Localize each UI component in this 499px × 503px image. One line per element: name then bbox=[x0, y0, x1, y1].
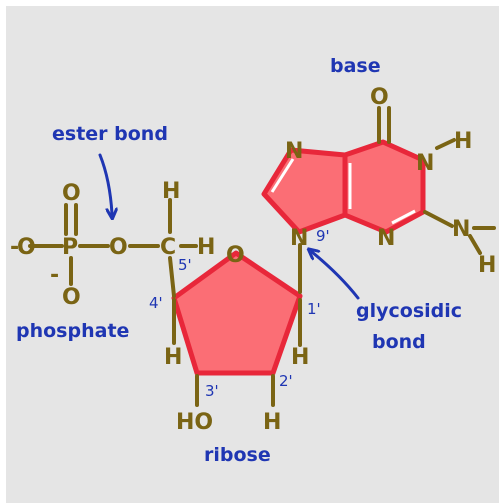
atom-n7: N bbox=[285, 139, 303, 164]
label-ester-bond: ester bond bbox=[52, 123, 168, 145]
label-glycosidic-bond: bond bbox=[372, 331, 426, 353]
atom-ring-o: O bbox=[226, 243, 245, 268]
atom-n1: N bbox=[416, 151, 434, 176]
atom-c2-h: H bbox=[263, 410, 281, 435]
atom-c1-h: H bbox=[291, 345, 309, 370]
base-six-ring bbox=[342, 139, 426, 235]
atom-carbonyl-o: O bbox=[370, 85, 389, 110]
atom-o-top: O bbox=[62, 181, 81, 206]
number-2prime: 2' bbox=[279, 372, 293, 390]
bond-c5-c4 bbox=[168, 256, 176, 298]
atom-c5-h-top: H bbox=[162, 179, 180, 204]
atom-c5: C bbox=[160, 235, 176, 260]
glycosidic-arrow bbox=[312, 252, 360, 300]
atom-n1-h: H bbox=[454, 129, 472, 154]
atom-o-bottom-minus: - bbox=[50, 263, 59, 288]
label-phosphate: phosphate bbox=[16, 320, 129, 342]
atom-c4-h: H bbox=[164, 345, 182, 370]
base-double-bond-2 bbox=[270, 158, 295, 193]
bond-n-h-down bbox=[468, 234, 482, 255]
number-5prime: 5' bbox=[178, 256, 192, 274]
atom-c5-h-right: H bbox=[197, 235, 215, 260]
label-base: base bbox=[330, 55, 381, 77]
atom-amino-h-down: H bbox=[478, 253, 496, 278]
ribose-ring bbox=[171, 250, 303, 376]
label-ribose: ribose bbox=[204, 444, 271, 466]
bond-n-h-top bbox=[435, 138, 456, 150]
number-4prime: 4' bbox=[149, 294, 163, 312]
number-1prime: 1' bbox=[307, 300, 321, 318]
atom-amino-n: N bbox=[452, 217, 470, 242]
atom-p: P bbox=[62, 235, 78, 260]
background-panel bbox=[6, 6, 499, 503]
ester-bond-arrow bbox=[98, 153, 112, 214]
atom-o-bottom: O bbox=[62, 285, 81, 310]
bond-c2-n bbox=[423, 210, 454, 228]
label-glycosidic: glycosidic bbox=[356, 300, 462, 322]
number-9prime: 9' bbox=[316, 227, 330, 245]
atom-o-bridge: O bbox=[109, 235, 128, 260]
atom-n3: N bbox=[377, 226, 395, 251]
number-3prime: 3' bbox=[205, 382, 219, 400]
atom-o-left: O bbox=[17, 235, 36, 260]
base-double-bond-3 bbox=[391, 209, 416, 225]
atom-n9: N bbox=[290, 226, 308, 251]
atom-o-minus-left: - bbox=[10, 235, 19, 260]
atom-c3-oh: HO bbox=[176, 410, 213, 435]
